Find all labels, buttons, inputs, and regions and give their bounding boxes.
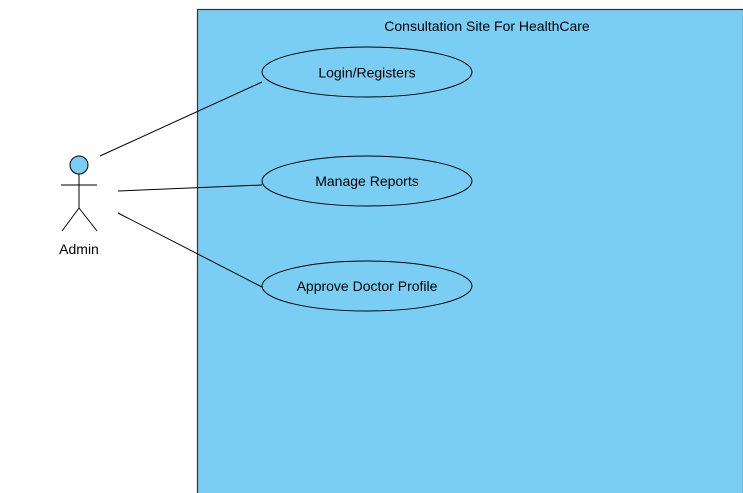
system-title: Consultation Site For HealthCare xyxy=(384,18,590,34)
association-approve-doctor xyxy=(117,212,263,288)
use-case-label: Login/Registers xyxy=(318,65,415,81)
use-case-approve-doctor-profile[interactable]: Approve Doctor Profile xyxy=(261,260,473,312)
use-case-label: Manage Reports xyxy=(315,173,419,189)
system-boundary[interactable] xyxy=(196,8,743,493)
association-login xyxy=(99,81,263,157)
actor-right-leg xyxy=(78,207,98,232)
association-manage-reports xyxy=(117,184,263,192)
actor-name: Admin xyxy=(59,241,99,257)
use-case-ellipse[interactable] xyxy=(261,46,473,98)
use-case-ellipse[interactable] xyxy=(261,260,473,312)
use-case-ellipse[interactable] xyxy=(261,155,473,207)
use-case-login[interactable]: Login/Registers xyxy=(261,46,473,98)
actor-left-leg xyxy=(61,207,80,232)
actor-head xyxy=(69,155,89,175)
use-case-manage-reports[interactable]: Manage Reports xyxy=(261,155,473,207)
actor-admin[interactable]: Admin xyxy=(59,155,99,257)
use-case-label: Approve Doctor Profile xyxy=(297,278,438,294)
